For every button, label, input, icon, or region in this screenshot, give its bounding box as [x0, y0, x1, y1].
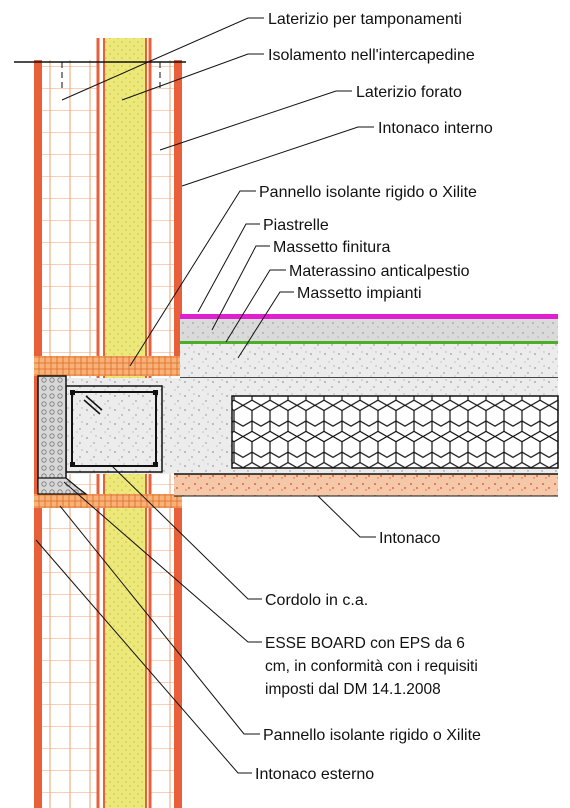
- labels: Laterizio per tamponamenti Isolamento ne…: [255, 11, 493, 783]
- rigid-panel-top: [34, 356, 182, 376]
- leader-lines: [35, 17, 376, 774]
- label-intonaco-interno: Intonaco interno: [378, 120, 493, 137]
- esse-board-eps: [37, 375, 67, 489]
- ceiling-plaster: [174, 474, 558, 496]
- label-pannello-isolante-bottom: Pannello isolante rigido o Xilite: [263, 727, 481, 744]
- label-piastrelle: Piastrelle: [263, 217, 329, 234]
- label-intonaco: Intonaco: [379, 530, 440, 547]
- label-intonaco-esterno: Intonaco esterno: [255, 766, 374, 783]
- tiles-layer: [180, 314, 558, 319]
- label-materassino: Materassino anticalpestio: [289, 263, 470, 280]
- installation-screed: [180, 344, 558, 378]
- rigid-panel-bottom: [34, 494, 182, 508]
- label-esse-board-line2: cm, in conformità con i requisiti: [265, 658, 478, 675]
- label-pannello-isolante-top: Pannello isolante rigido o Xilite: [259, 184, 477, 201]
- acoustic-mat: [180, 341, 558, 344]
- internal-plaster: [174, 60, 182, 356]
- label-cordolo: Cordolo in c.a.: [265, 592, 368, 609]
- label-isolamento-intercapedine: Isolamento nell'intercapedine: [268, 47, 475, 64]
- internal-plaster-lower: [174, 494, 182, 808]
- label-massetto-impianti: Massetto impianti: [297, 285, 422, 302]
- label-laterizio-tamponamenti: Laterizio per tamponamenti: [268, 11, 462, 28]
- label-laterizio-forato: Laterizio forato: [356, 84, 462, 101]
- label-esse-board-line3: imposti dal DM 14.1.2008: [265, 681, 441, 698]
- finishing-screed: [180, 319, 558, 341]
- kerb-beam: [65, 385, 163, 473]
- label-massetto-finitura: Massetto finitura: [273, 239, 390, 256]
- slab-blocks: [231, 395, 559, 469]
- label-esse-board-line1: ESSE BOARD con EPS da 6: [265, 635, 465, 652]
- slab: [37, 375, 559, 497]
